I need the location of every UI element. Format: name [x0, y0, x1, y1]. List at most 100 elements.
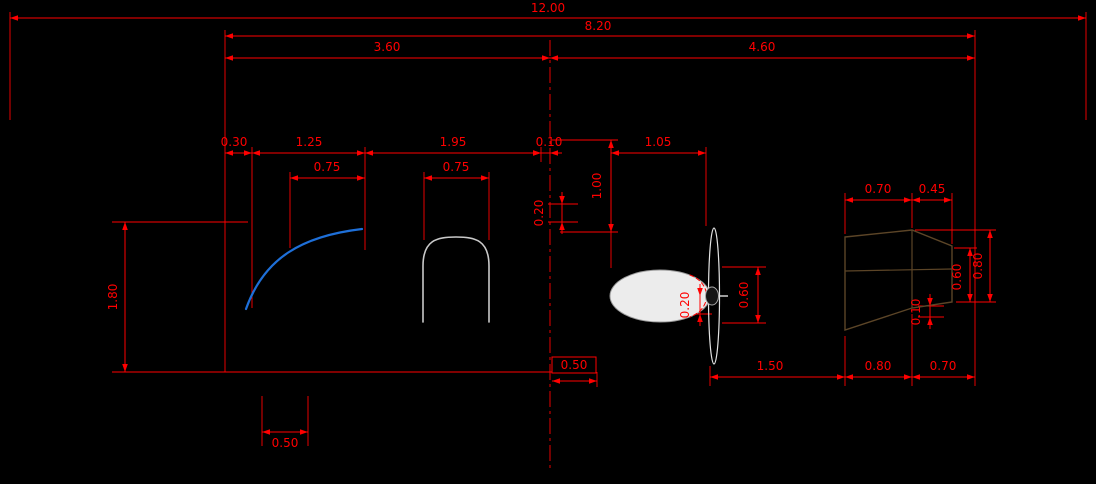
dim-0-30: 0.30: [221, 135, 252, 156]
dim-arrow: [845, 197, 853, 203]
dim-arrow: [987, 230, 993, 238]
dim-0-20-hub: 0.20: [678, 284, 703, 326]
dim-label: 0.60: [950, 264, 964, 291]
dim-4-60: 4.60: [550, 40, 975, 61]
dim-8-20: 8.20: [225, 19, 975, 39]
dim-label: 0.70: [930, 359, 957, 373]
dim-0-80-bottom: 0.80: [845, 359, 912, 380]
dim-1-25: 1.25: [252, 135, 365, 156]
dim-arrow: [987, 294, 993, 302]
propeller-hub: [705, 286, 719, 306]
dim-arrow: [225, 150, 233, 156]
dim-arrow: [550, 150, 558, 156]
dim-arrow: [122, 222, 128, 230]
dim-0-10: 0.10: [529, 135, 562, 156]
dim-label: 3.60: [374, 40, 401, 54]
dim-0-20-center: 0.20: [532, 192, 565, 234]
dim-arrow: [357, 150, 365, 156]
dim-arrow: [481, 175, 489, 181]
dim-arrow: [424, 175, 432, 181]
dim-arrow: [550, 55, 558, 61]
dim-label: 0.10: [909, 299, 923, 326]
dim-arrow: [10, 15, 18, 21]
dim-arrow: [912, 374, 920, 380]
dim-arrow: [244, 150, 252, 156]
dim-arrow: [559, 196, 565, 204]
dim-arrow: [697, 314, 703, 322]
dim-arrow: [755, 267, 761, 275]
dim-arrow: [559, 222, 565, 230]
dim-arrow: [533, 150, 541, 156]
dim-label: 0.70: [865, 182, 892, 196]
dim-label: 1.25: [296, 135, 323, 149]
keel-fairing-outline: [422, 236, 490, 323]
dim-arrow: [698, 150, 706, 156]
dim-label: 12.00: [531, 1, 565, 15]
dim-label: 0.60: [737, 282, 751, 309]
dim-label: 0.50: [561, 358, 588, 372]
dim-arrow: [300, 429, 308, 435]
dim-total-length: 12.00: [10, 1, 1086, 21]
dim-arrow: [542, 55, 550, 61]
rudder-outline: [844, 229, 953, 331]
dim-1-00: 1.00: [590, 140, 614, 232]
dim-arrow: [252, 150, 260, 156]
dim-arrow: [611, 150, 619, 156]
dim-3-60: 3.60: [225, 40, 550, 61]
dim-arrow: [845, 374, 853, 380]
dim-arrow: [967, 248, 973, 256]
dim-arrow: [904, 374, 912, 380]
dim-0-70-top: 0.70: [845, 182, 912, 203]
dim-arrow: [927, 317, 933, 325]
dim-label: 0.20: [532, 200, 546, 227]
dim-0-60-right: 0.60: [950, 248, 973, 302]
dim-arrow: [697, 288, 703, 296]
dim-arrow: [710, 374, 718, 380]
dim-arrow: [262, 429, 270, 435]
dim-label: 0.75: [443, 160, 470, 174]
dim-0-80-right: 0.80: [971, 230, 993, 302]
dim-label: 1.80: [106, 284, 120, 311]
dim-label: 0.80: [971, 253, 985, 280]
dim-1-50: 1.50: [710, 359, 845, 380]
dim-0-50-bottom: 0.50: [262, 429, 308, 450]
dim-arrow: [290, 175, 298, 181]
dim-arrow: [608, 224, 614, 232]
dim-arrow: [225, 33, 233, 39]
dim-0-75-left: 0.75: [290, 160, 365, 181]
dim-arrow: [912, 197, 920, 203]
rudder-chord: [844, 268, 953, 272]
dim-arrow: [967, 33, 975, 39]
dim-label: 8.20: [585, 19, 612, 33]
dim-arrow: [357, 175, 365, 181]
dim-label: 4.60: [749, 40, 776, 54]
dim-arrow: [552, 378, 560, 384]
dim-1-80: 1.80: [106, 222, 128, 372]
dim-arrow: [225, 55, 233, 61]
dim-label: 0.50: [272, 436, 299, 450]
dim-0-45-top: 0.45: [912, 182, 952, 203]
dim-arrow: [365, 150, 373, 156]
dim-label-box: [551, 356, 597, 374]
dim-label: 0.10: [536, 135, 563, 149]
dim-label: 0.30: [221, 135, 248, 149]
dim-label: 1.05: [645, 135, 672, 149]
dim-arrow: [967, 294, 973, 302]
dim-label: 1.95: [440, 135, 467, 149]
dim-0-60-prop: 0.60: [737, 267, 761, 323]
dim-0-50-box: 0.50: [551, 356, 597, 384]
dim-arrow: [122, 364, 128, 372]
dim-arrow: [589, 378, 597, 384]
dim-arrow: [944, 197, 952, 203]
dim-label: 0.80: [865, 359, 892, 373]
dim-0-75-keel: 0.75: [424, 160, 489, 181]
dim-1-05: 1.05: [611, 135, 706, 156]
dim-0-70-bottom: 0.70: [912, 359, 975, 380]
dim-arrow: [1078, 15, 1086, 21]
hull-profile-curve: [244, 227, 364, 311]
dim-0-10-right: 0.10: [909, 294, 933, 329]
dim-label: 0.45: [919, 182, 946, 196]
dim-arrow: [927, 298, 933, 306]
